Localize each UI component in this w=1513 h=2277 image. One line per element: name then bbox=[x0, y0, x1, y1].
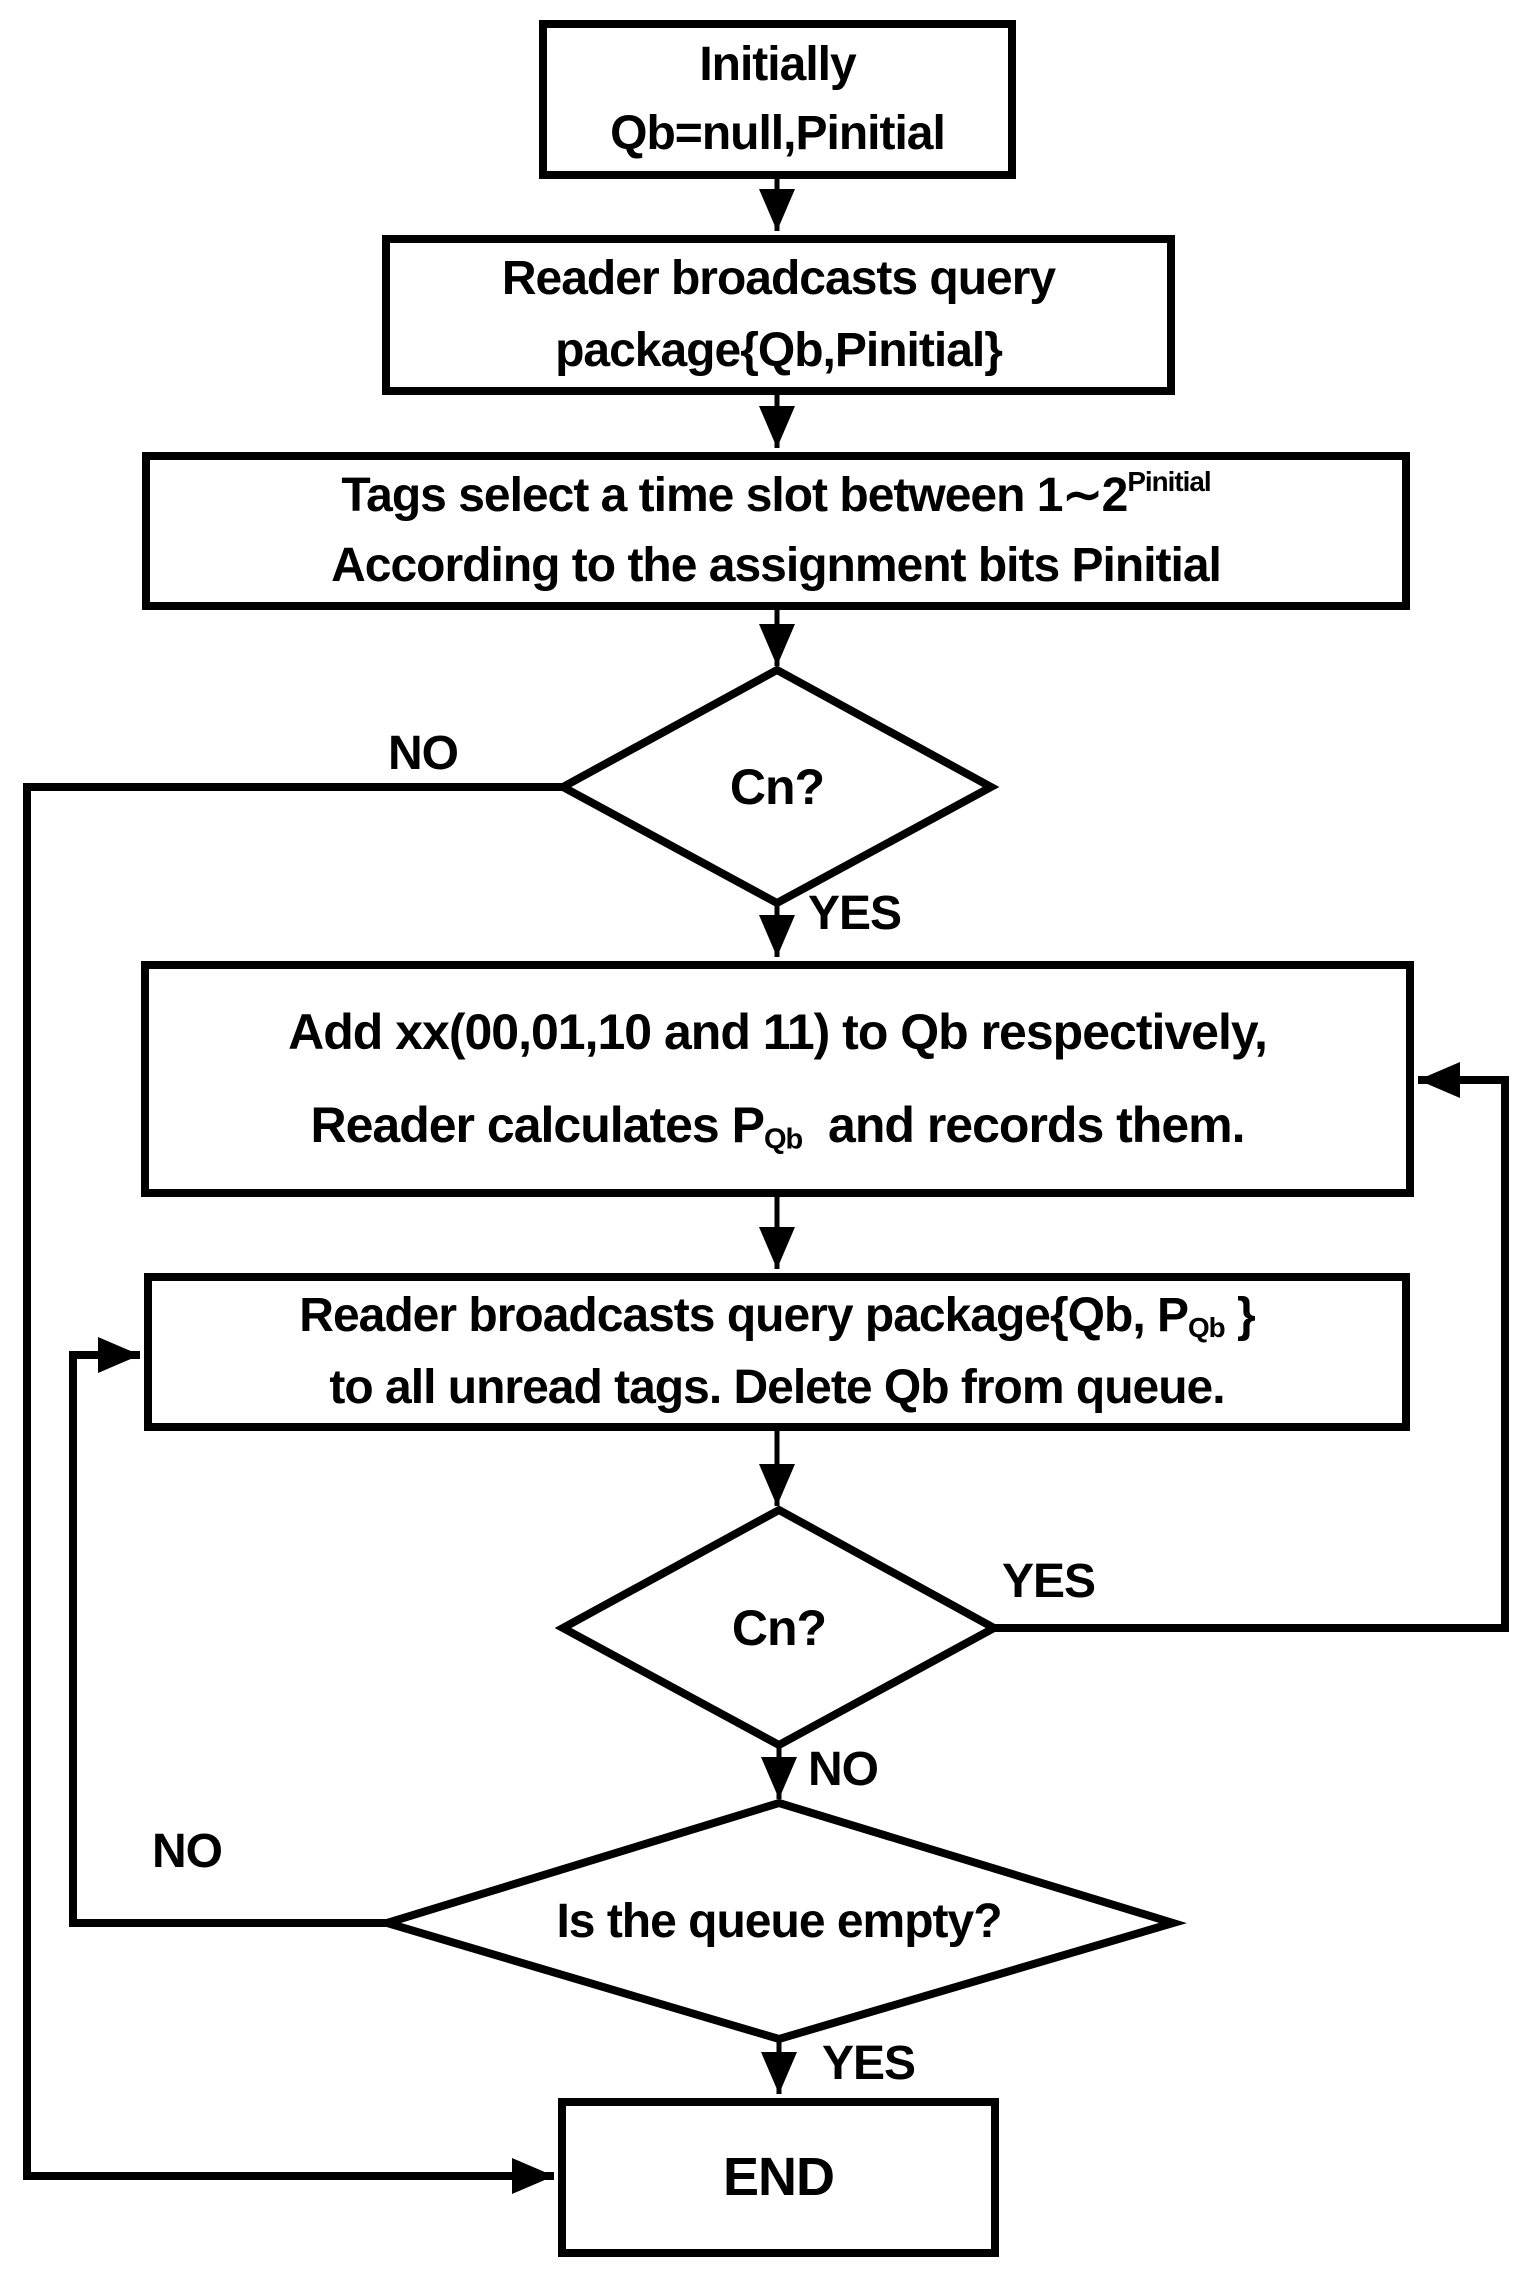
start-line2: Qb=null,Pinitial bbox=[610, 106, 946, 160]
edge-cn1-no-loop-to-end bbox=[23, 783, 563, 2194]
queue-no-label: NO bbox=[152, 1825, 223, 1878]
cn1-yes-label: YES bbox=[808, 887, 902, 940]
start-line1: Initially bbox=[699, 38, 856, 92]
cn-decision-2-label: Cn? bbox=[731, 1600, 827, 1656]
tags-select-line2: According to the assignment bits Pinitia… bbox=[331, 539, 1222, 592]
tags-select-line1-main: Tags select a time slot between 1∼2 bbox=[341, 468, 1128, 522]
edge-cn2-yes-loop-to-addxx bbox=[994, 1062, 1509, 1632]
broadcast-package-line1-pre: Reader broadcasts query package{Qb, P bbox=[299, 1288, 1189, 1342]
add-xx-line2-post: and records them. bbox=[802, 1097, 1245, 1153]
add-xx-box: Add xx(00,01,10 and 11) to Qb respective… bbox=[141, 961, 1414, 1197]
queue-yes-label: YES bbox=[822, 2037, 916, 2090]
add-xx-line2-pre: Reader calculates P bbox=[310, 1097, 764, 1153]
add-xx-line2-subscript: Qb bbox=[763, 1123, 803, 1156]
broadcast-package-box: Reader broadcasts query package{Qb, PQb … bbox=[144, 1273, 1410, 1431]
broadcast-query-line2: package{Qb,Pinitial} bbox=[555, 324, 1003, 377]
tags-select-line1-superscript: Pinitial bbox=[1127, 465, 1211, 497]
tags-select-box: Tags select a time slot between 1∼2Pinit… bbox=[142, 452, 1410, 610]
cn-decision-1-label: Cn? bbox=[729, 759, 825, 815]
edge-queue-no-loop-to-broadcast2 bbox=[69, 1337, 387, 1927]
broadcast-package-line1-post: } bbox=[1224, 1288, 1256, 1342]
broadcast-package-line2: to all unread tags. Delete Qb from queue… bbox=[329, 1361, 1225, 1414]
add-xx-line2: Reader calculates PQb and records them. bbox=[310, 1093, 1245, 1158]
end-box: END bbox=[558, 2098, 999, 2257]
cn1-no-label: NO bbox=[388, 727, 459, 780]
broadcast-package-line1: Reader broadcasts query package{Qb, PQb … bbox=[299, 1285, 1256, 1347]
cn2-no-label: NO bbox=[808, 1743, 879, 1796]
end-label: END bbox=[722, 2147, 835, 2208]
start-box: Initially Qb=null,Pinitial bbox=[539, 20, 1016, 179]
add-xx-line1: Add xx(00,01,10 and 11) to Qb respective… bbox=[288, 1004, 1268, 1060]
queue-empty-decision-label: Is the queue empty? bbox=[556, 1894, 1002, 1948]
cn2-yes-label: YES bbox=[1002, 1555, 1096, 1608]
broadcast-package-line1-subscript: Qb bbox=[1188, 1311, 1226, 1343]
broadcast-query-box: Reader broadcasts query package{Qb,Pinit… bbox=[382, 235, 1175, 395]
broadcast-query-line1: Reader broadcasts query bbox=[501, 251, 1056, 305]
tags-select-line1: Tags select a time slot between 1∼2Pinit… bbox=[341, 465, 1211, 527]
